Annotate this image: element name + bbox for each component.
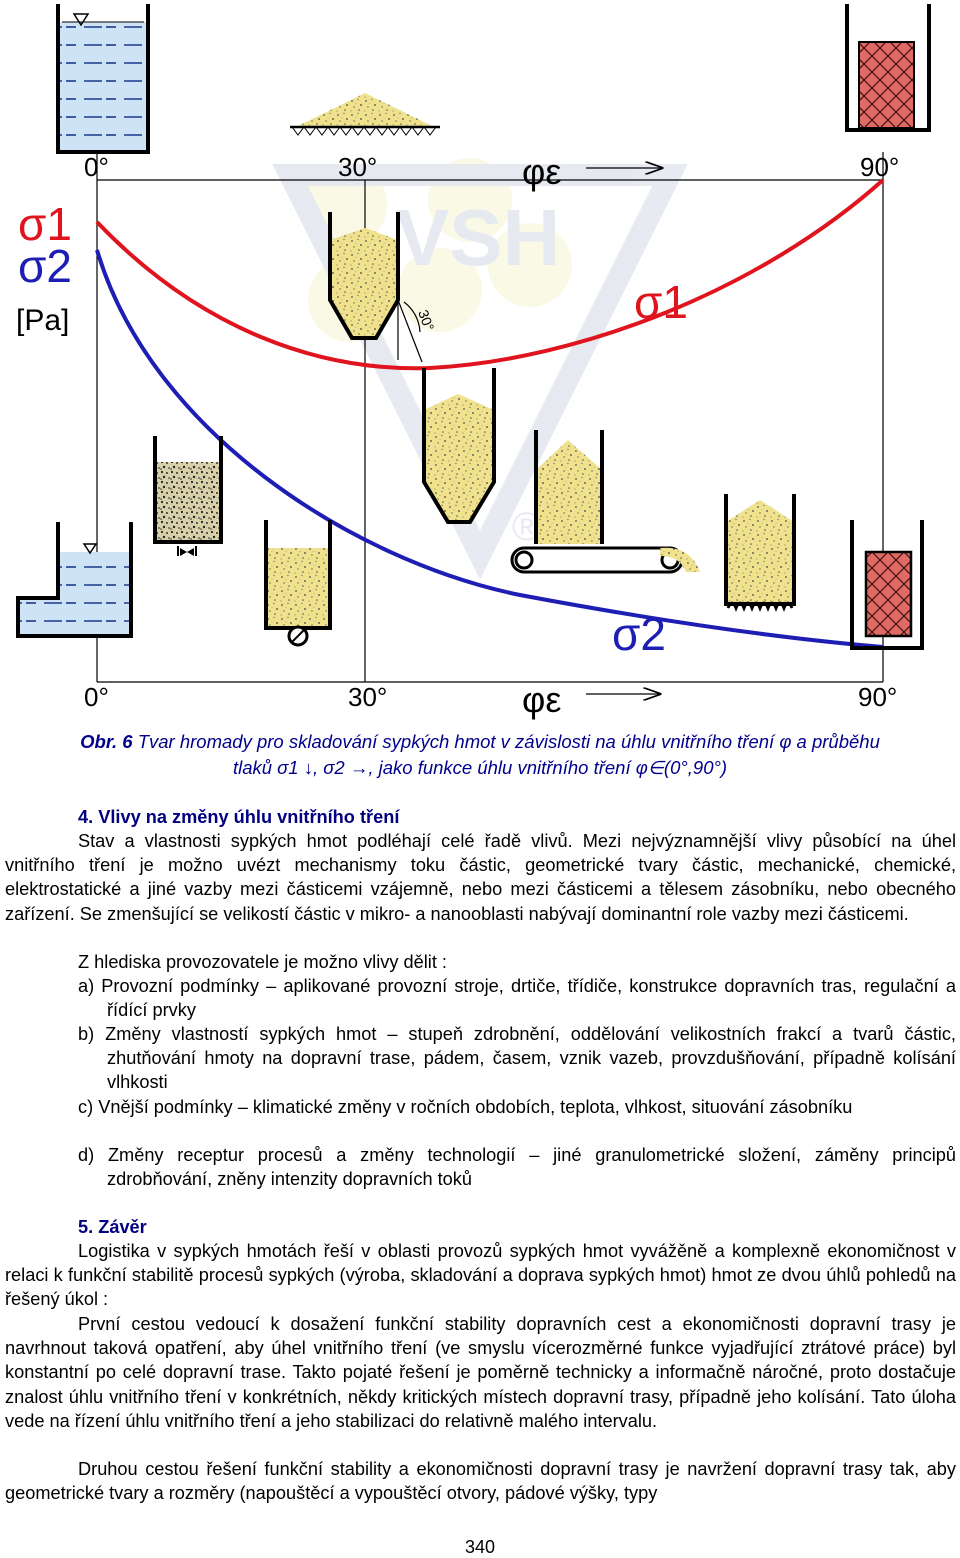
section4-paragraph-2: Z hlediska provozovatele je možno vlivy …: [78, 952, 447, 972]
angle-label: 30°: [415, 308, 437, 333]
top-axis: 0° 30° 90° φε: [84, 151, 899, 192]
list-item-a: a) Provozní podmínky – aplikované provoz…: [78, 976, 956, 1021]
tick-30-top: 30°: [338, 152, 377, 182]
water-tank-bottom: [16, 522, 133, 638]
sigma1-legend: σ1: [18, 198, 72, 250]
bottom-axis: 0° 30° 90° φε: [84, 679, 897, 720]
sigma1-curve: [95, 178, 885, 371]
phi-label-bottom: φε: [522, 679, 561, 720]
section5-paragraph-1: Logistika v sypkých hmotách řeší v oblas…: [5, 1241, 956, 1310]
section5-heading: 5. Závěr: [78, 1217, 147, 1237]
silo-screw: [724, 494, 796, 613]
caption-prefix: Obr. 6: [80, 731, 133, 752]
figure-caption-line1: Obr. 6 Tvar hromady pro skladování sypký…: [0, 729, 960, 755]
watermark-text: VSH: [396, 193, 561, 282]
list-item-d: d) Změny receptur procesů a změny techno…: [78, 1145, 956, 1190]
brick-container-top: [845, 4, 931, 132]
list-item-b: b) Změny vlastností sypkých hmot – stupe…: [78, 1024, 956, 1093]
hopper-30: 30°: [328, 212, 437, 363]
list-item-c: c) Vnější podmínky – klimatické změny v …: [78, 1097, 853, 1117]
tick-0-top: 0°: [84, 152, 109, 182]
brick-container-bottom: [850, 520, 924, 650]
section5-paragraph-3: Druhou cestou řešení funkční stability a…: [5, 1459, 956, 1504]
tick-90-top: 90°: [860, 152, 899, 182]
watermark: VSH ®: [272, 158, 688, 580]
unit-label: [Pa]: [16, 304, 69, 337]
section5-paragraph-2: První cestou vedoucí k dosažení funkční …: [5, 1314, 956, 1431]
tick-30-bottom: 30°: [348, 682, 387, 712]
figure-caption-line2: tlaků σ1 ↓, σ2 →, jako funkce úhlu vnitř…: [232, 757, 728, 778]
silo-valve: [153, 436, 223, 556]
sand-pile-top: [290, 93, 440, 136]
page-number: 340: [464, 1537, 496, 1557]
sigma2-curve: [95, 249, 884, 649]
phi-diagram-figure: VSH ® 0° 30° 90° φε 0° 30° 90° φε σ1 σ2 …: [16, 4, 931, 720]
sigma2-curve-label: σ2: [612, 608, 666, 660]
sigma2-legend: σ2: [18, 240, 72, 292]
water-tank-top: [56, 4, 150, 154]
silo-conveyor: [510, 430, 700, 574]
hopper-tall: [422, 368, 496, 524]
section4-paragraph-1: Stav a vlastnosti sypkých hmot podléhají…: [5, 831, 956, 924]
tick-0-bottom: 0°: [84, 682, 109, 712]
sigma1-curve-label: σ1: [634, 276, 688, 328]
section4-heading: 4. Vlivy na změny úhlu vnitřního tření: [78, 807, 400, 827]
tick-90-bottom: 90°: [858, 682, 897, 712]
caption-text-1: Tvar hromady pro skladování sypkých hmot…: [132, 731, 880, 752]
phi-label-top: φε: [522, 151, 561, 192]
silo-round: [264, 520, 332, 647]
